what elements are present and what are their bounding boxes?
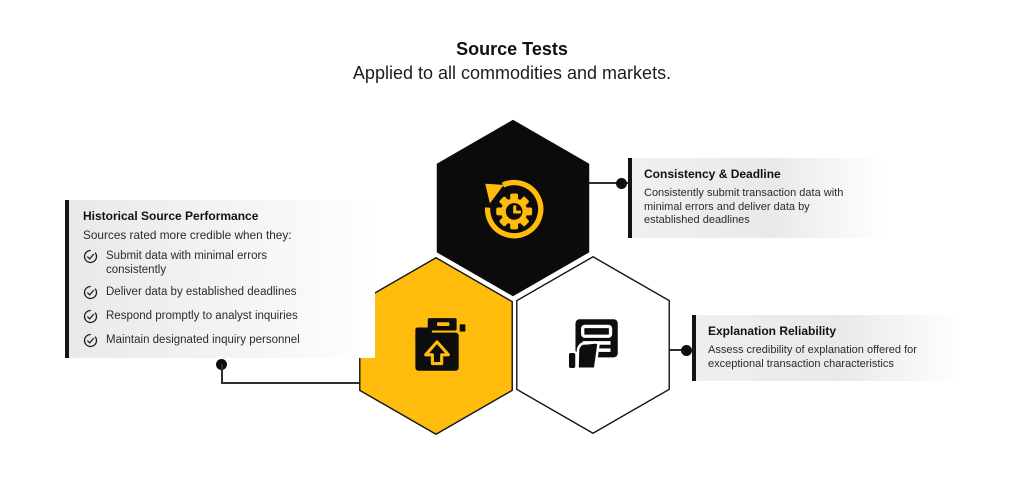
check-circle-icon	[83, 309, 98, 324]
historical-source-performance-panel: Historical Source Performance Sources ra…	[65, 200, 375, 358]
panel-title: Consistency & Deadline	[644, 167, 781, 181]
folder-upload-icon	[359, 257, 513, 435]
connector-line-explanation	[666, 349, 692, 351]
document-hand-icon	[516, 256, 670, 434]
connector-line-consistency	[585, 182, 628, 184]
connector-dot-explanation	[680, 344, 692, 356]
list-item: Respond promptly to analyst inquiries	[83, 309, 367, 324]
connector-line-historical-horizontal	[220, 382, 362, 384]
history-clock-icon	[436, 119, 590, 297]
consistency-deadline-panel: Consistency & Deadline Consistently subm…	[628, 158, 886, 238]
list-item: Deliver data by established deadlines	[83, 285, 367, 300]
panel-body: Assess credibility of explanation offere…	[708, 344, 917, 370]
list-item-text: Deliver data by established deadlines	[106, 286, 297, 298]
panel-title: Historical Source Performance	[83, 209, 259, 223]
list-item: Maintain designated inquiry personnel	[83, 333, 367, 348]
connector-line-historical-vertical	[220, 364, 223, 384]
historical-performance-hexagon	[359, 257, 513, 435]
check-circle-icon	[83, 285, 98, 300]
list-item-text: Submit data with minimal errors consiste…	[106, 250, 268, 276]
criteria-list: Submit data with minimal errors consiste…	[83, 249, 367, 348]
page-subtitle: Applied to all commodities and markets.	[352, 63, 672, 83]
explanation-reliability-hexagon	[516, 256, 670, 434]
panel-body: Consistently submit transaction data wit…	[644, 187, 844, 226]
check-circle-icon	[83, 249, 98, 264]
connector-dot-consistency	[615, 177, 627, 189]
list-item-text: Respond promptly to analyst inquiries	[106, 310, 298, 322]
page-title: Source Tests	[456, 39, 568, 59]
header: Source Tests Applied to all commodities …	[0, 37, 1024, 86]
list-item: Submit data with minimal errors consiste…	[83, 249, 367, 277]
explanation-reliability-panel: Explanation Reliability Assess credibili…	[692, 315, 962, 381]
list-item-text: Maintain designated inquiry personnel	[106, 334, 300, 346]
panel-title: Explanation Reliability	[708, 324, 837, 338]
panel-subtitle: Sources rated more credible when they:	[83, 228, 292, 242]
consistency-deadline-hexagon	[436, 119, 590, 297]
check-circle-icon	[83, 333, 98, 348]
